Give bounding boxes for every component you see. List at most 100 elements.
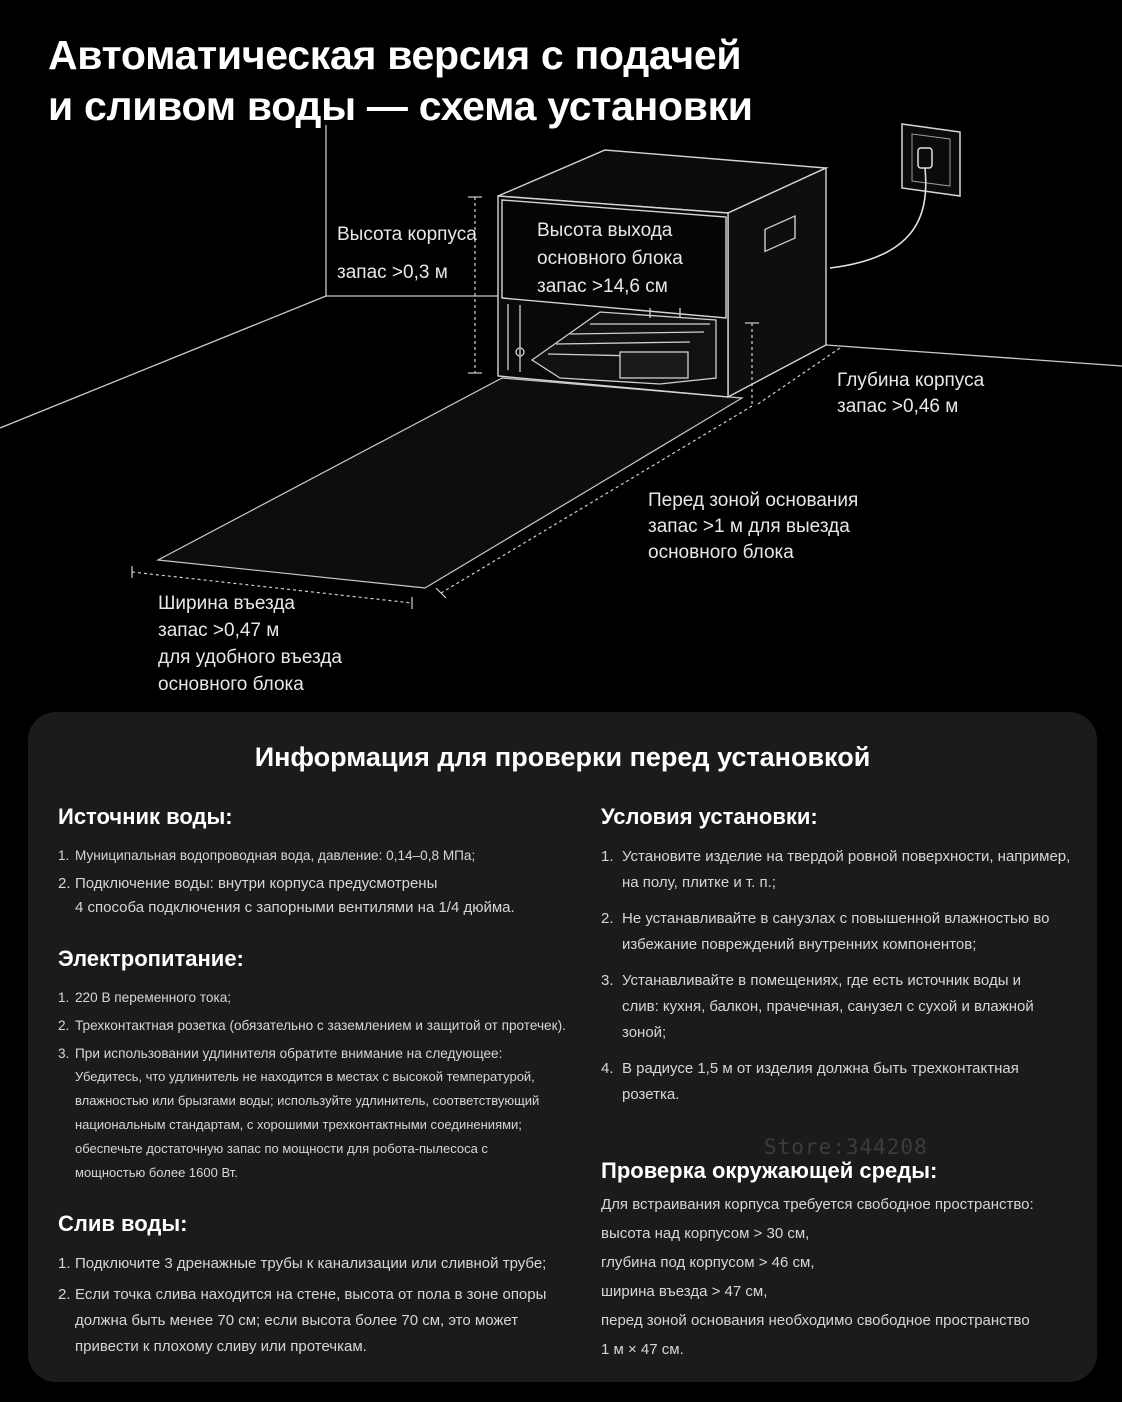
- item-note-line: мощностью более 1600 Вт.: [75, 1165, 238, 1180]
- label-front-zone-line2: запас >1 м для выезда: [648, 516, 850, 537]
- room-walls: [0, 125, 1122, 429]
- entry-zone-floor: [155, 377, 744, 589]
- environment-line: глубина под корпусом > 46 см,: [601, 1254, 815, 1271]
- item-text: 220 В переменного тока;: [75, 990, 232, 1005]
- label-body-height: Высота корпуса запас >0,3 м: [337, 222, 477, 286]
- item-text: Трехконтактная розетка (обязательно с за…: [75, 1018, 566, 1033]
- item-text-line: Подключение воды: внутри корпуса предусм…: [75, 875, 438, 892]
- label-entry-width-line3: для удобного въезда: [158, 647, 342, 668]
- item-note-line: влажностью или брызгами воды; используйт…: [75, 1093, 540, 1108]
- drain-title: Слив воды:: [58, 1211, 188, 1236]
- label-entry-width-line4: основного блока: [158, 674, 304, 695]
- drain-section: Слив воды: 1.Подключите 3 дренажные труб…: [58, 1211, 598, 1360]
- water-source-title: Источник воды:: [58, 804, 233, 829]
- label-outlet-height: Высота выхода основного блока запас >14,…: [537, 217, 683, 301]
- item-text-line: В радиусе 1,5 м от изделия должна быть т…: [622, 1060, 1019, 1077]
- water-source-list: 1.Муниципальная водопроводная вода, давл…: [58, 844, 598, 920]
- list-item: 4. В радиусе 1,5 м от изделия должна быт…: [601, 1056, 1086, 1108]
- item-text-line: привести к плохому сливу или протечкам.: [75, 1338, 367, 1355]
- power-cable: [829, 167, 927, 269]
- item-text: Подключите 3 дренажные трубы к канализац…: [75, 1255, 547, 1272]
- label-entry-width: Ширина въезда запас >0,47 м для удобного…: [158, 590, 342, 698]
- list-item: 2. Не устанавливайте в санузлах с повыше…: [601, 906, 1086, 958]
- environment-line: Для встраивания корпуса требуется свобод…: [601, 1196, 1034, 1213]
- item-text-line: избежание повреждений внутренних компоне…: [622, 936, 977, 953]
- list-item: 3. Устанавливайте в помещениях, где есть…: [601, 968, 1086, 1046]
- robot-base-station-icon: [507, 304, 717, 385]
- environment-section: Проверка окружающей среды: Для встраиван…: [601, 1158, 1086, 1364]
- item-text-line: на полу, плитке и т. п.;: [622, 874, 776, 891]
- list-item: 3. При использовании удлинителя обратите …: [58, 1042, 598, 1185]
- cabinet: [497, 149, 829, 399]
- label-depth-line2: запас >0,46 м: [837, 396, 959, 417]
- item-note-line: Убедитесь, что удлинитель не находится в…: [75, 1069, 535, 1084]
- power-list: 1. 220 В переменного тока; 2. Трехконтактн…: [58, 986, 598, 1185]
- item-number: 1.: [601, 848, 614, 865]
- item-text-line: должна быть менее 70 см; если высота бол…: [75, 1312, 519, 1329]
- item-text-line: Если точка слива находится на стене, выс…: [75, 1286, 547, 1303]
- environment-line: высота над корпусом > 30 см,: [601, 1225, 810, 1242]
- power-section: Электропитание: 1. 220 В переменного тока…: [58, 946, 598, 1185]
- item-number: 2.: [58, 875, 71, 892]
- label-outlet-height-line1: Высота выхода: [537, 220, 673, 241]
- drain-list: 1.Подключите 3 дренажные трубы к канализ…: [58, 1251, 598, 1360]
- info-title: Информация для проверки перед установкой: [254, 742, 871, 772]
- environment-line: перед зоной основания необходимо свободн…: [601, 1312, 1030, 1329]
- label-front-zone-line1: Перед зоной основания: [648, 490, 859, 511]
- info-right-column: Условия установки: 1. Установите изделие…: [601, 804, 1086, 1364]
- environment-line: 1 м × 47 см.: [601, 1341, 684, 1358]
- power-title: Электропитание:: [58, 946, 244, 971]
- label-outlet-height-line2: основного блока: [537, 248, 683, 269]
- label-body-height-line1: Высота корпуса: [337, 224, 477, 245]
- info-card: Информация для проверки перед установкой…: [28, 712, 1097, 1382]
- store-watermark: Store:344208: [764, 1135, 928, 1159]
- item-text-line: Не устанавливайте в санузлах с повышенно…: [622, 910, 1050, 927]
- item-number: 1.: [58, 990, 70, 1005]
- item-number: 1.: [58, 1255, 71, 1272]
- conditions-title: Условия установки:: [601, 804, 818, 829]
- list-item: 2. Если точка слива находится на стене, …: [58, 1282, 598, 1360]
- page-title: Автоматическая версия с подачей и сливом…: [48, 30, 753, 132]
- label-entry-width-line1: Ширина въезда: [158, 593, 295, 614]
- water-source-section: Источник воды: 1.Муниципальная водопрово…: [58, 804, 598, 920]
- list-item: 1.Подключите 3 дренажные трубы к канализ…: [58, 1251, 598, 1277]
- environment-title: Проверка окружающей среды:: [601, 1158, 938, 1183]
- label-outlet-height-line3: запас >14,6 см: [537, 276, 668, 297]
- item-number: 2.: [58, 1018, 70, 1033]
- environment-line: ширина въезда > 47 см,: [601, 1283, 768, 1300]
- label-front-zone: Перед зоной основания запас >1 м для вые…: [648, 488, 858, 566]
- info-left-column: Источник воды: 1.Муниципальная водопрово…: [58, 804, 598, 1365]
- cabinet-handle-icon: [764, 215, 796, 253]
- plug-icon: [917, 147, 933, 169]
- list-item: 2.Подключение воды: внутри корпуса преду…: [58, 872, 598, 920]
- conditions-list: 1. Установите изделие на твердой ровной …: [601, 844, 1086, 1108]
- list-item: 2. Трехконтактная розетка (обязательно с …: [58, 1014, 598, 1037]
- item-text-line: зоной;: [622, 1024, 667, 1041]
- installation-diagram: [0, 123, 1122, 609]
- item-text: При использовании удлинителя обратите вн…: [75, 1046, 503, 1061]
- list-item: 1. 220 В переменного тока;: [58, 986, 598, 1009]
- list-item: 1. Установите изделие на твердой ровной …: [601, 844, 1086, 896]
- conditions-section: Условия установки: 1. Установите изделие…: [601, 804, 1086, 1108]
- item-text-line: Установите изделие на твердой ровной пов…: [622, 848, 1071, 865]
- label-depth: Глубина корпуса запас >0,46 м: [837, 368, 984, 420]
- list-item: 1.Муниципальная водопроводная вода, давл…: [58, 844, 598, 867]
- label-front-zone-line3: основного блока: [648, 542, 794, 563]
- label-entry-width-line2: запас >0,47 м: [158, 620, 280, 641]
- item-text-line: Устанавливайте в помещениях, где есть ис…: [622, 972, 1022, 989]
- dimension-lines: [131, 197, 841, 604]
- item-note-line: национальным стандартам, с хорошими трех…: [75, 1117, 522, 1132]
- item-number: 4.: [601, 1060, 614, 1077]
- page-title-line2: и сливом воды — схема установки: [48, 83, 753, 129]
- item-number: 3.: [58, 1046, 70, 1061]
- label-depth-line1: Глубина корпуса: [837, 370, 985, 391]
- item-note-line: обеспечьте достаточную запас по мощности…: [75, 1141, 488, 1156]
- item-number: 2.: [58, 1286, 71, 1303]
- item-text-line: 4 способа подключения с запорными вентил…: [75, 899, 515, 916]
- dimension-ticks: [131, 196, 759, 609]
- item-text-line: розетка.: [622, 1086, 680, 1103]
- item-number: 1.: [58, 848, 70, 863]
- item-number: 3.: [601, 972, 614, 989]
- label-body-height-line2: запас >0,3 м: [337, 262, 448, 283]
- item-number: 2.: [601, 910, 614, 927]
